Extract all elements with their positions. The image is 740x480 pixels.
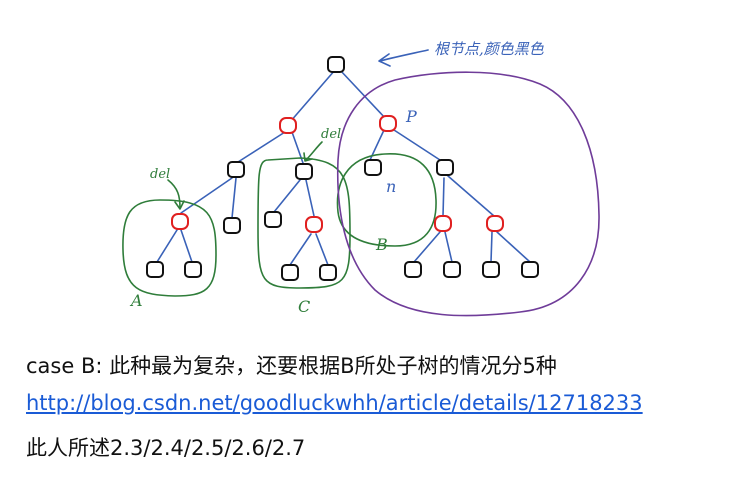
black-node (146, 261, 164, 278)
box-a-label: A (129, 291, 143, 310)
box-c-label: C (298, 297, 310, 316)
case-reference-note: 此人所述2.3/2.4/2.5/2.6/2.7 (26, 436, 306, 460)
red-node (434, 215, 452, 232)
case-b-description: case B: 此种最为复杂，还要根据B所处子树的情况分5种 (26, 354, 557, 378)
subtree-c-outline (257, 157, 351, 289)
black-node (227, 161, 245, 178)
del-label-c: del (321, 127, 341, 142)
black-node-n (364, 159, 382, 176)
red-node (486, 215, 504, 232)
p-label: P (405, 107, 417, 126)
n-label: n (386, 177, 396, 196)
tree-edges (156, 69, 531, 266)
black-node (223, 217, 241, 234)
root-node (327, 56, 345, 73)
black-node (436, 159, 454, 176)
subtree-a-outline (122, 199, 217, 297)
black-node (295, 163, 313, 180)
red-node (305, 216, 323, 233)
del-arrow-a (167, 179, 185, 210)
reference-link[interactable]: http://blog.csdn.net/goodluckwhh/article… (26, 391, 643, 415)
black-node (264, 211, 282, 228)
red-node-left (279, 117, 297, 134)
red-node-p (379, 115, 397, 132)
tree-nodes (146, 56, 539, 281)
black-node (281, 264, 299, 281)
black-node (482, 261, 500, 278)
del-arrow-c (303, 141, 323, 162)
black-node (404, 261, 422, 278)
black-node (443, 261, 461, 278)
root-pointer-arrow (378, 49, 429, 67)
subtree-b-outline (336, 153, 437, 247)
del-label-a: del (150, 167, 170, 182)
root-note-label: 根节点,颜色黑色 (434, 40, 545, 58)
black-node (319, 264, 337, 281)
box-b-label: B (375, 235, 388, 254)
red-node (171, 213, 189, 230)
black-node (521, 261, 539, 278)
black-node (184, 261, 202, 278)
tree-sketch: 根节点,颜色黑色 del del P n A B C (122, 40, 600, 317)
p-subtree-region (336, 71, 600, 317)
